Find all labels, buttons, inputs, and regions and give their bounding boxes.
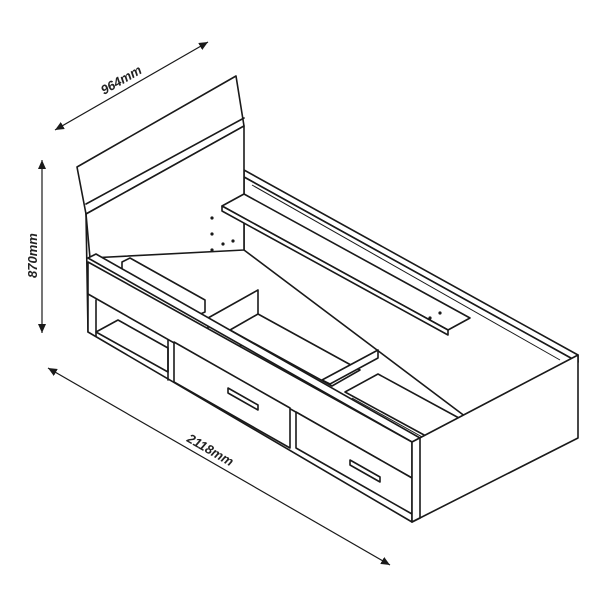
height-dimension: 870mm xyxy=(25,160,46,333)
length-label: 2118mm xyxy=(184,430,237,469)
headboard-inner xyxy=(85,125,245,259)
drawer-1-handle[interactable] xyxy=(227,387,259,411)
middle-compartment-floor xyxy=(229,313,361,387)
middle-divider xyxy=(321,349,379,385)
bed xyxy=(76,75,579,523)
length-arrow xyxy=(47,367,391,566)
drawer-2-handle[interactable] xyxy=(349,459,381,483)
height-label: 870mm xyxy=(25,233,40,278)
width-arrow xyxy=(54,41,209,131)
footboard xyxy=(411,354,579,523)
hardware-dots xyxy=(210,216,442,320)
